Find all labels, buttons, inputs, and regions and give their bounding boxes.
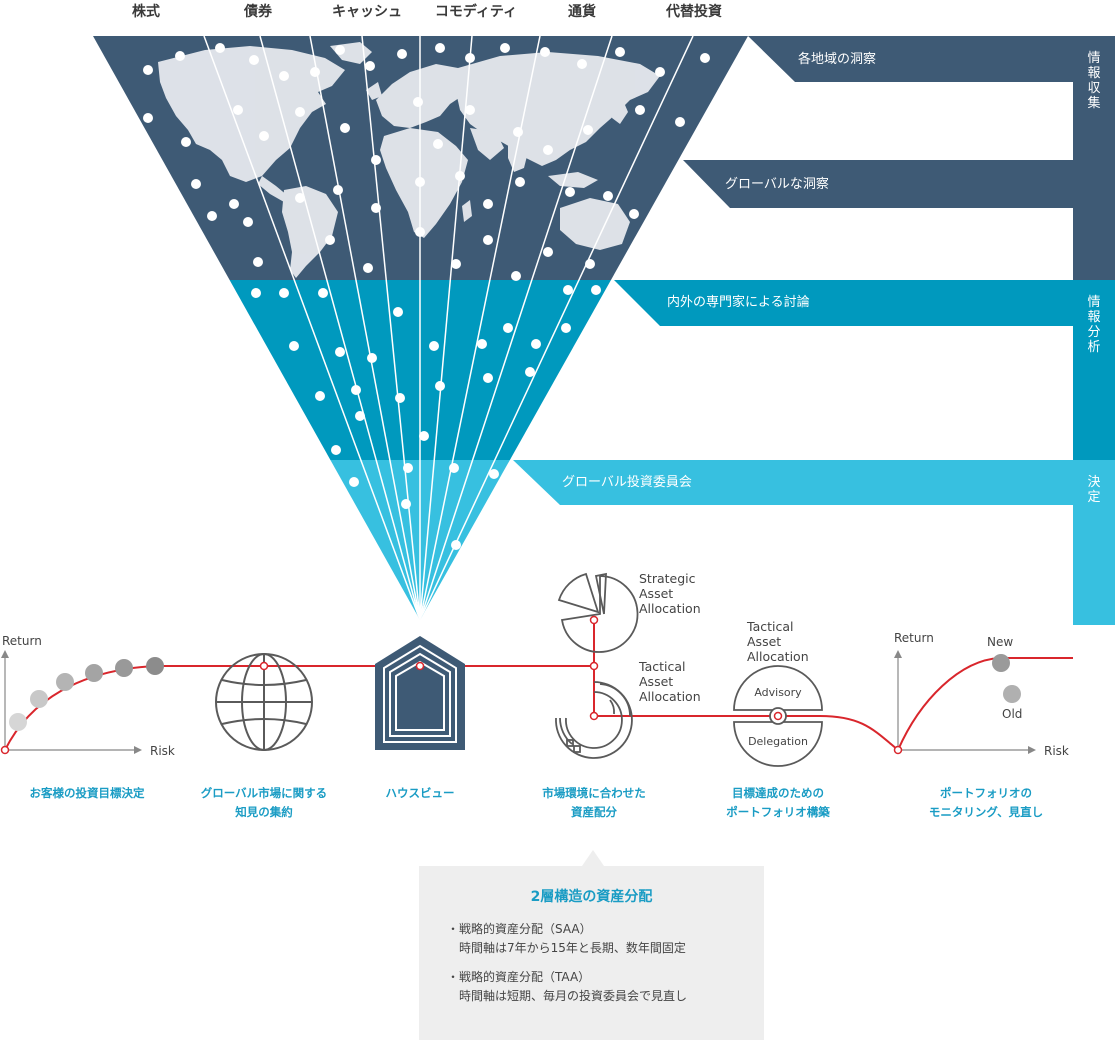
portfolio-dot xyxy=(115,659,133,677)
portfolio-dot xyxy=(30,690,48,708)
process-line xyxy=(155,657,1073,752)
delegation-label: Delegation xyxy=(748,735,808,748)
tactical-donut-icon xyxy=(555,681,633,759)
asset-class-label: 代替投資 xyxy=(665,3,722,20)
asset-class-label: 債券 xyxy=(243,3,273,20)
note-pointer xyxy=(582,850,604,866)
process-step-label: 目標達成のための xyxy=(732,786,824,800)
note-title: 2層構造の資産分配 xyxy=(530,889,653,905)
portfolio-dot xyxy=(146,657,164,675)
phase-bar-analyze xyxy=(1073,280,1115,460)
portfolio-dot xyxy=(9,713,27,731)
note-item-saa: ・戦略的資産分配（SAA） 時間軸は7年から15年と長期、数年間固定 xyxy=(419,920,764,958)
strategic-allocation-label: Strategic xyxy=(639,571,696,586)
phase-bar-collect xyxy=(1073,36,1115,280)
tactical-allocation-label: Tactical xyxy=(638,659,685,674)
tactical-allocation-label: Allocation xyxy=(747,649,809,664)
process-step-label: ポートフォリオの xyxy=(940,786,1032,800)
asset-class-label: キャッシュ xyxy=(332,4,402,20)
new-label: New xyxy=(987,635,1013,649)
process-step-label: モニタリング、見直し xyxy=(929,805,1043,819)
monitoring-chart xyxy=(893,650,1036,755)
new-portfolio-dot xyxy=(992,654,1010,672)
portfolio-dot xyxy=(85,664,103,682)
process-step-label: ハウスビュー xyxy=(386,786,455,800)
note-item-taa: ・戦略的資産分配（TAA） 時間軸は短期、毎月の投資委員会で見直し xyxy=(419,968,764,1006)
process-step-label: ポートフォリオ構築 xyxy=(726,805,830,819)
phase-bar-decide xyxy=(1073,460,1115,625)
allocation-note: 2層構造の資産分配 ・戦略的資産分配（SAA） 時間軸は7年から15年と長期、数… xyxy=(419,866,764,1040)
phase-label: 決定 xyxy=(1087,475,1100,505)
band-global xyxy=(683,160,1073,208)
strategic-pie-icon xyxy=(557,572,639,653)
risk-axis-label: Risk xyxy=(150,744,175,758)
return-axis-label: Return xyxy=(894,631,934,645)
funnel xyxy=(93,36,748,620)
phase-label: 情報収集 xyxy=(1087,51,1100,111)
risk-axis-label: Risk xyxy=(1044,744,1069,758)
process-step-label: 市場環境に合わせた xyxy=(542,786,646,800)
band-label: 各地域の洞察 xyxy=(798,51,876,67)
tactical-allocation-label: Allocation xyxy=(639,689,701,704)
process-step-label: 知見の集約 xyxy=(234,805,293,819)
goal-chart xyxy=(0,650,180,755)
asset-class-label: 株式 xyxy=(132,3,160,20)
asset-class-label: コモディティ xyxy=(435,3,517,20)
band-experts xyxy=(614,280,1073,326)
tactical-allocation-label: Asset xyxy=(639,674,673,689)
band-label: グローバルな洞察 xyxy=(725,177,829,192)
band-committee xyxy=(513,460,1073,505)
strategic-allocation-label: Allocation xyxy=(639,601,701,616)
process-step-label: 資産配分 xyxy=(571,805,617,819)
asset-class-label: 通貨 xyxy=(568,3,596,20)
phase-label: 情報分析 xyxy=(1087,295,1100,355)
world-map xyxy=(158,42,660,278)
process-step-label: お客様の投資目標決定 xyxy=(30,786,145,800)
process-step-label: グローバル市場に関する xyxy=(201,786,327,800)
strategic-allocation-label: Asset xyxy=(639,586,673,601)
note-item-taa-line1: 戦略的資産分配（TAA） xyxy=(459,970,591,984)
info-dots xyxy=(143,43,710,550)
return-axis-label: Return xyxy=(2,634,42,648)
old-portfolio-dot xyxy=(1003,685,1021,703)
advisory-delegation-icon xyxy=(733,665,823,767)
note-item-saa-line2: 時間軸は7年から15年と長期、数年間固定 xyxy=(459,941,686,955)
tactical-allocation-label: Tactical xyxy=(746,619,793,634)
band-region xyxy=(748,36,1073,82)
portfolio-dot xyxy=(56,673,74,691)
old-label: Old xyxy=(1002,707,1022,721)
band-label: 内外の専門家による討論 xyxy=(667,294,810,310)
tactical-allocation-label: Asset xyxy=(747,634,781,649)
advisory-label: Advisory xyxy=(754,686,802,699)
house-view-icon xyxy=(375,636,465,750)
band-label: グローバル投資委員会 xyxy=(562,474,692,490)
note-item-taa-line2: 時間軸は短期、毎月の投資委員会で見直し xyxy=(459,989,688,1003)
note-item-saa-line1: 戦略的資産分配（SAA） xyxy=(459,922,592,936)
